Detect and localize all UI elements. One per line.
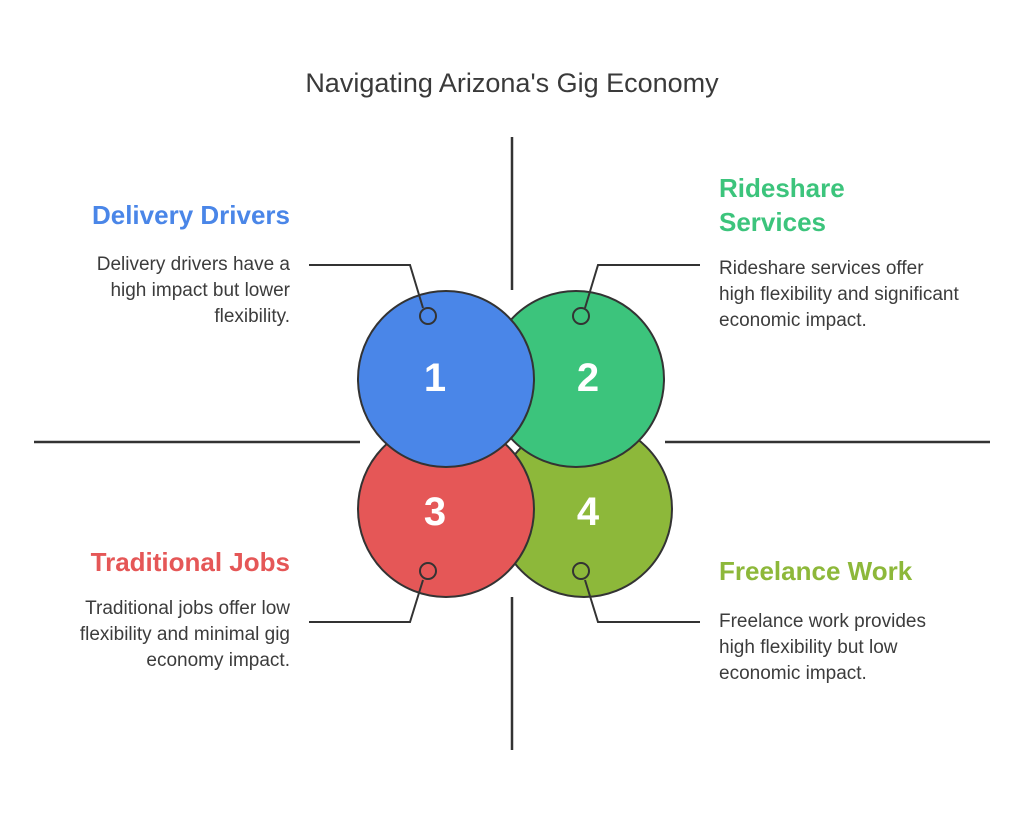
- number-1: 1: [424, 356, 446, 400]
- heading-traditional-jobs: Traditional Jobs: [90, 547, 290, 577]
- diagram-title: Navigating Arizona's Gig Economy: [305, 68, 719, 98]
- connector-dot-4: [572, 562, 590, 580]
- number-3: 3: [424, 490, 446, 534]
- desc-rideshare-services: Rideshare services offer high flexibilit…: [719, 258, 959, 331]
- connector-3: [309, 579, 424, 623]
- connector-dot-2: [572, 307, 590, 325]
- connector-4: [584, 579, 700, 623]
- heading-rideshare-services: Rideshare Services: [719, 173, 845, 237]
- connector-dot-3: [419, 562, 437, 580]
- heading-freelance-work: Freelance Work: [719, 556, 913, 586]
- heading-delivery-drivers: Delivery Drivers: [91, 200, 290, 230]
- connector-dot-1: [419, 307, 437, 325]
- number-4: 4: [577, 490, 600, 534]
- circle-1: [357, 290, 535, 468]
- connector-1: [309, 264, 424, 309]
- number-2: 2: [577, 356, 599, 400]
- connector-2: [584, 264, 700, 309]
- desc-freelance-work: Freelance work provides high flexibility…: [719, 611, 926, 684]
- desc-delivery-drivers: Delivery drivers have a high impact but …: [96, 254, 290, 327]
- desc-traditional-jobs: Traditional jobs offer low flexibility a…: [79, 598, 290, 671]
